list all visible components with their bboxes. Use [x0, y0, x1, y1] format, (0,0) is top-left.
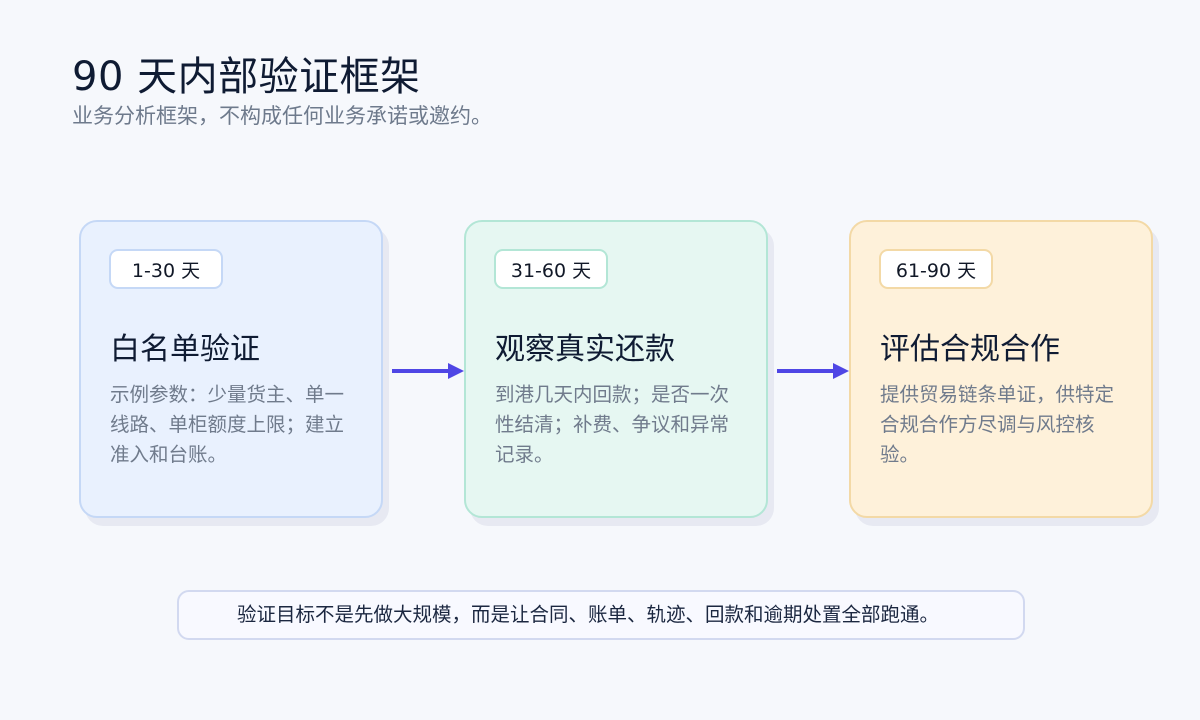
goal-note: 验证目标不是先做大规模，而是让合同、账单、轨迹、回款和逾期处置全部跑通。 — [177, 590, 1025, 640]
stage-description-3: 提供贸易链条单证，供特定合规合作方尽调与风控核验。 — [880, 383, 1115, 466]
stage-card-3: 61-90 天 评估合规合作 提供贸易链条单证，供特定合规合作方尽调与风控核验。 — [849, 220, 1153, 518]
page-title: 90 天内部验证框架 — [72, 54, 421, 100]
page-subtitle: 业务分析框架，不构成任何业务承诺或邀约。 — [72, 104, 492, 128]
stage-badge-3: 61-90 天 — [879, 249, 993, 289]
goal-note-text: 验证目标不是先做大规模，而是让合同、账单、轨迹、回款和逾期处置全部跑通。 — [237, 603, 940, 626]
stage-card-1: 1-30 天 白名单验证 示例参数：少量货主、单一线路、单柜额度上限；建立准入和… — [79, 220, 383, 518]
stage-description-1: 示例参数：少量货主、单一线路、单柜额度上限；建立准入和台账。 — [110, 383, 345, 466]
stage-title-1: 白名单验证 — [110, 332, 260, 367]
stage-card-2: 31-60 天 观察真实还款 到港几天内回款；是否一次性结清；补费、争议和异常记… — [464, 220, 768, 518]
arrow-right-icon — [392, 363, 464, 379]
stage-title-2: 观察真实还款 — [495, 332, 675, 367]
stage-badge-2: 31-60 天 — [494, 249, 608, 289]
arrow-right-icon — [777, 363, 849, 379]
stage-badge-1: 1-30 天 — [109, 249, 223, 289]
stage-title-3: 评估合规合作 — [880, 332, 1060, 367]
stage-description-2: 到港几天内回款；是否一次性结清；补费、争议和异常记录。 — [495, 383, 730, 466]
